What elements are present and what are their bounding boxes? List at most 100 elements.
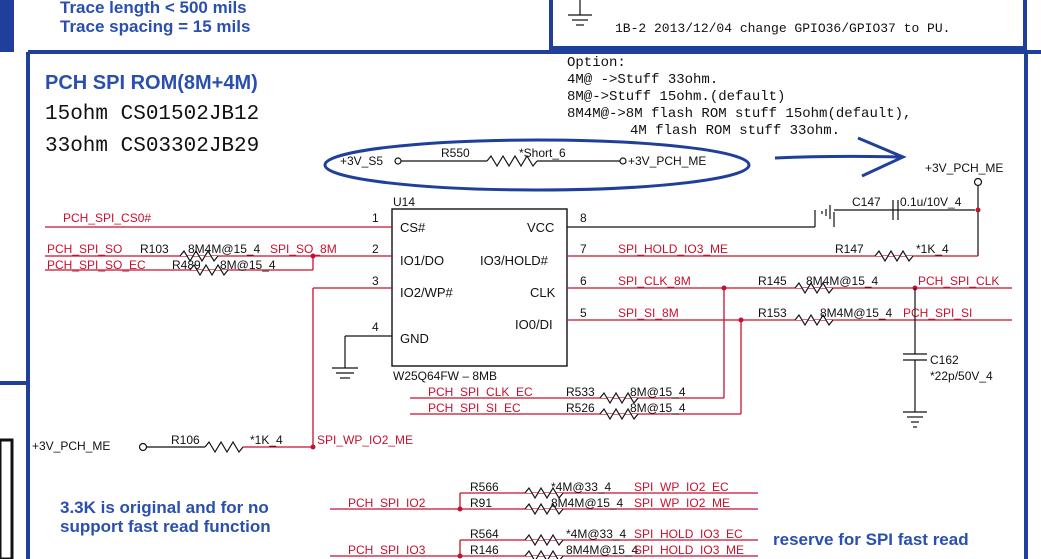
- net-spi-wp-io2-me: SPI_WP_IO2_ME: [317, 433, 413, 447]
- r106-ref: R106: [171, 433, 200, 447]
- pin-8-number: 8: [580, 211, 587, 225]
- pin-5-name: IO0/DI: [515, 317, 553, 332]
- resistor-15ohm-part: 15ohm CS01502JB12: [45, 103, 259, 126]
- r103-resistor: [179, 249, 219, 263]
- pin-2-number: 2: [372, 242, 379, 256]
- net-pch-spi-so-ec: PCH_SPI_SO_EC: [47, 258, 146, 272]
- pin-7-name: IO3/HOLD#: [480, 253, 549, 268]
- r147-ref: R147: [835, 242, 864, 256]
- net-pch-spi-io3: PCH_SPI_IO3: [348, 543, 426, 557]
- power-net-terminal: [973, 177, 983, 187]
- r564-resistor: [524, 533, 564, 547]
- power-net-label: +3V_PCH_ME: [925, 161, 1003, 175]
- c162-value: *22p/50V_4: [930, 369, 993, 383]
- junction-wp: [310, 444, 316, 450]
- c147-value: 0.1u/10V_4: [900, 195, 962, 209]
- schematic-title: PCH SPI ROM(8M+4M): [45, 72, 258, 94]
- c162-capacitor: [903, 353, 927, 361]
- c147-ground-icon: [821, 205, 835, 227]
- net-spi-clk-8m: SPI_CLK_8M: [618, 274, 691, 288]
- junction-vcc: [975, 207, 981, 213]
- r147-resistor: [874, 249, 914, 263]
- r526-value: 8M@15_4: [630, 401, 686, 415]
- r566-resistor: [524, 486, 564, 500]
- r103-value: 8M4M@15_4: [188, 242, 261, 256]
- net-pch-spi-si: PCH_SPI_SI: [903, 306, 972, 320]
- r153-ref: R153: [758, 306, 787, 320]
- r550-ref: R550: [441, 146, 470, 160]
- r489-value: 8M@15_4: [220, 258, 276, 272]
- trace-spacing-note: Trace spacing = 15 mils: [60, 17, 250, 36]
- r550-left-net: +3V_S5: [340, 154, 383, 168]
- r566-value: *4M@33_4: [551, 480, 612, 494]
- wp-left-terminal: [138, 442, 148, 452]
- r566-ref: R566: [470, 480, 499, 494]
- reserve-fast-read-note: reserve for SPI fast read: [773, 530, 969, 549]
- gnd-icon: [332, 367, 358, 379]
- net-pch-spi-cs0: PCH_SPI_CS0#: [63, 211, 151, 225]
- pin-7-number: 7: [580, 242, 587, 256]
- r533-resistor: [599, 391, 639, 405]
- r147-value: *1K_4: [916, 242, 949, 256]
- fast-read-note-1: 3.3K is original and for no: [60, 498, 269, 517]
- r145-value: 8M4M@15_4: [806, 274, 879, 288]
- pin-1-number: 1: [372, 211, 379, 225]
- option-line-2: 8M@->Stuff 15ohm.(default): [567, 89, 785, 105]
- net-pch-spi-clk: PCH_SPI_CLK: [918, 274, 999, 288]
- r550-right-terminal: [619, 157, 627, 165]
- pin-3-name: IO2/WP#: [400, 285, 454, 300]
- r106-value: *1K_4: [250, 433, 283, 447]
- r533-value: 8M@15_4: [630, 385, 686, 399]
- net-spi-so-8m: SPI_SO_8M: [270, 242, 337, 256]
- option-line-3: 8M4M@->8M flash ROM stuff 15ohm(default)…: [567, 106, 911, 122]
- u14-part-number: W25Q64FW – 8MB: [393, 369, 497, 383]
- pin-2-name: IO1/DO: [400, 253, 444, 268]
- net-spi-wp-io2-me-2: SPI_WP_IO2_ME: [634, 496, 730, 510]
- annotation-arrow-icon: [774, 136, 907, 178]
- net-pch-spi-clk-ec: PCH_SPI_CLK_EC: [428, 385, 533, 399]
- r550-left-terminal: [394, 157, 402, 165]
- r489-resistor: [189, 263, 229, 277]
- r145-ref: R145: [758, 274, 787, 288]
- net-spi-wp-io2-ec: SPI_WP_IO2_EC: [634, 480, 729, 494]
- pin-1-name: CS#: [400, 220, 426, 235]
- r533-ref: R533: [566, 385, 595, 399]
- net-spi-si-8m: SPI_SI_8M: [618, 306, 679, 320]
- r146-resistor: [524, 549, 564, 559]
- r91-resistor: [524, 502, 564, 516]
- c147-capacitor: [892, 200, 899, 220]
- resistor-33ohm-part: 33ohm CS03302JB29: [45, 135, 259, 158]
- net-pch-spi-io2: PCH_SPI_IO2: [348, 496, 426, 510]
- pin-4-name: GND: [400, 331, 429, 346]
- r550-resistor: [486, 154, 538, 168]
- r106-resistor: [204, 440, 244, 454]
- option-heading: Option:: [567, 55, 626, 71]
- fast-read-note-2: support fast read function: [60, 517, 271, 536]
- r146-ref: R146: [470, 543, 499, 557]
- u14-ref: U14: [393, 195, 415, 209]
- c162-ground-icon: [903, 411, 927, 428]
- r526-ref: R526: [566, 401, 595, 415]
- revision-ground-icon: [568, 0, 592, 26]
- r564-value: *4M@33_4: [566, 527, 627, 541]
- pin-3-number: 3: [372, 274, 379, 288]
- net-spi-hold-io3-me-2: SPI_HOLD_IO3_ME: [634, 543, 744, 557]
- r526-resistor: [599, 407, 639, 421]
- r550-value: *Short_6: [519, 146, 566, 160]
- trace-length-note: Trace length < 500 mils: [60, 0, 247, 17]
- r103-ref: R103: [140, 242, 169, 256]
- c147-ref: C147: [852, 195, 881, 209]
- r91-value: 8M4M@15_4: [551, 496, 624, 510]
- pin-6-name: CLK: [530, 285, 556, 300]
- pin-4-number: 4: [372, 320, 379, 334]
- net-pch-spi-so: PCH_SPI_SO: [47, 242, 122, 256]
- pin-5-number: 5: [580, 306, 587, 320]
- c162-ref: C162: [930, 353, 959, 367]
- r153-value: 8M4M@15_4: [820, 306, 893, 320]
- r91-ref: R91: [470, 496, 492, 510]
- r564-ref: R564: [470, 527, 499, 541]
- option-line-4: 4M flash ROM stuff 33ohm.: [630, 123, 840, 139]
